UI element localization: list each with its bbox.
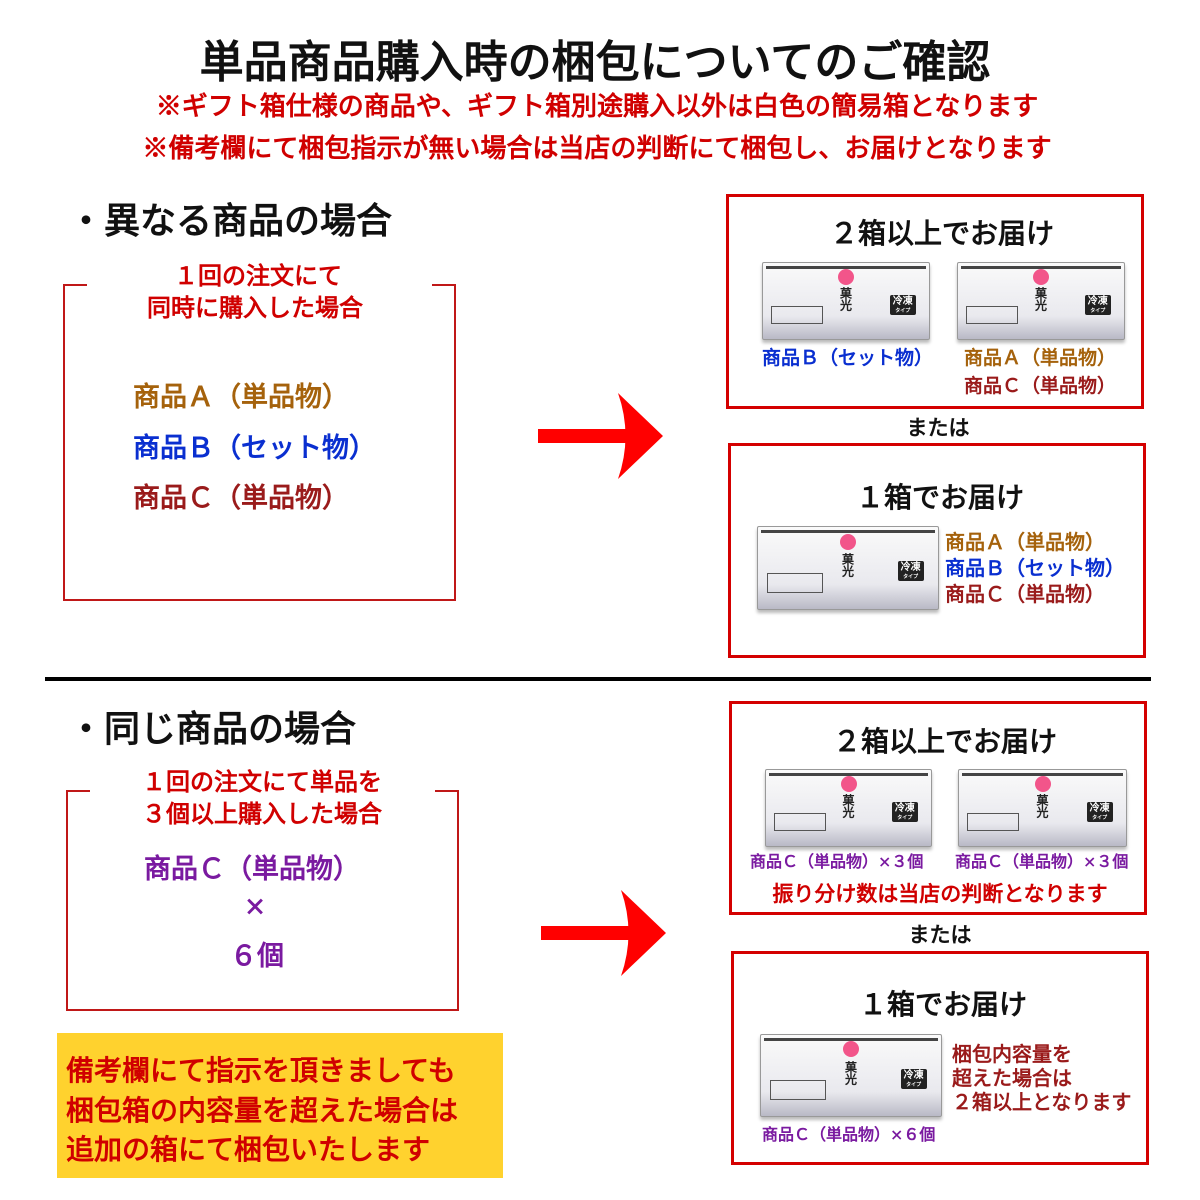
single-caption: 商品Ｃ（単品物）×６個 — [762, 1125, 936, 1144]
single-item-a: 商品Ａ（単品物） — [945, 530, 1105, 554]
or-label: または — [908, 922, 972, 947]
footer-note-box — [57, 1033, 503, 1178]
box1-caption: 商品Ｃ（単品物）×３個 — [750, 852, 924, 871]
option-single-title: １箱でお届け — [858, 988, 1028, 1021]
order-label-line-2: 同時に購入した場合 — [147, 293, 363, 322]
arrow-right-icon — [541, 890, 666, 976]
single-item-c: 商品Ｃ（単品物） — [945, 582, 1105, 606]
section-heading-different: ・異なる商品の場合 — [68, 200, 393, 242]
order-box-different — [63, 282, 456, 601]
order-box-same — [66, 788, 459, 1011]
option-multi-title: ２箱以上でお届け — [829, 217, 1055, 250]
option-multi-box — [729, 701, 1147, 915]
capacity-note-1: 梱包内容量を — [952, 1042, 1072, 1066]
times-sign: × — [243, 891, 267, 922]
box2-caption-a: 商品Ａ（単品物） — [964, 347, 1117, 369]
option-single-title: １箱でお届け — [855, 481, 1025, 514]
item-a: 商品Ａ（単品物） — [133, 382, 349, 413]
option-multi-title: ２箱以上でお届け — [832, 725, 1058, 758]
same-item: 商品Ｃ（単品物） — [144, 854, 360, 885]
note-line-2: ※備考欄にて梱包指示が無い場合は当店の判断にて梱包し、お届けとなります — [142, 134, 1052, 164]
package-image: 菓光冷凍タイプ — [762, 262, 930, 340]
section-divider — [45, 677, 1151, 681]
option-multi-box — [726, 194, 1144, 409]
split-note: 振り分け数は当店の判断となります — [772, 881, 1108, 906]
capacity-note-3: ２箱以上となります — [952, 1090, 1132, 1114]
package-image: 菓光冷凍タイプ — [957, 262, 1125, 340]
box2-caption: 商品Ｃ（単品物）×３個 — [955, 852, 1129, 871]
package-image: 菓光冷凍タイプ — [765, 769, 932, 847]
box2-caption-c: 商品Ｃ（単品物） — [964, 375, 1117, 397]
or-label: または — [906, 415, 970, 440]
order-label-line-1: １回の注文にて単品を — [142, 767, 382, 796]
single-item-b: 商品Ｂ（セット物） — [945, 556, 1125, 580]
item-b: 商品Ｂ（セット物） — [133, 433, 376, 464]
capacity-note-2: 超えた場合は — [952, 1066, 1072, 1090]
quantity: ６個 — [230, 941, 284, 972]
package-image: 菓光冷凍タイプ — [958, 769, 1127, 847]
footer-note-2: 梱包箱の内容量を超えた場合は — [66, 1094, 459, 1127]
arrow-right-icon — [538, 393, 663, 479]
note-line-1: ※ギフト箱仕様の商品や、ギフト箱別途購入以外は白色の簡易箱となります — [155, 92, 1039, 122]
option-single-box — [728, 443, 1146, 658]
option-single-box — [731, 951, 1149, 1165]
page-title: 単品商品購入時の梱包についてのご確認 — [199, 37, 991, 88]
section-heading-same: ・同じ商品の場合 — [68, 708, 357, 750]
footer-note-3: 追加の箱にて梱包いたします — [66, 1133, 431, 1166]
order-label-line-2: ３個以上購入した場合 — [142, 799, 382, 828]
package-image: 菓光冷凍タイプ — [760, 1034, 942, 1117]
box1-caption: 商品Ｂ（セット物） — [762, 347, 934, 369]
item-c: 商品Ｃ（単品物） — [133, 483, 349, 514]
order-label-line-1: １回の注文にて — [174, 261, 342, 290]
package-image: 菓光冷凍タイプ — [757, 526, 939, 610]
footer-note-1: 備考欄にて指示を頂きましても — [66, 1054, 456, 1087]
